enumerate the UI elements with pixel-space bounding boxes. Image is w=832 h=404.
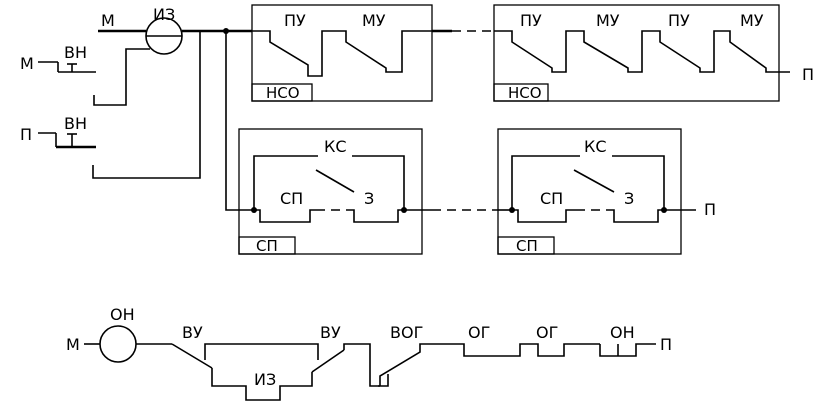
label-p-bottom: П <box>660 335 672 354</box>
label-ks-1: КС <box>324 137 347 156</box>
label-on-1: ОН <box>110 305 135 324</box>
label-sp-box-1: СП <box>256 237 278 255</box>
label-nso-1: НСО <box>266 84 300 102</box>
label-ks-2: КС <box>584 137 607 156</box>
label-og-2: ОГ <box>536 323 558 342</box>
label-vn-1: ВН <box>64 43 87 62</box>
top-left-inputs <box>38 31 201 179</box>
label-z-1: З <box>364 189 374 208</box>
label-mu-1: МУ <box>362 11 386 30</box>
label-sp-2: СП <box>540 189 563 208</box>
label-p-left: П <box>20 125 32 144</box>
ks-block-1 <box>238 128 423 255</box>
label-m-top: М <box>101 11 115 30</box>
pu-mu-block-2 <box>493 4 790 102</box>
label-p-right-2: П <box>704 200 716 219</box>
label-pu-2: ПУ <box>520 11 542 30</box>
label-z-2: З <box>624 189 634 208</box>
iz-indicator-icon <box>145 17 183 55</box>
label-vu-2: ВУ <box>320 323 341 342</box>
label-iz-bottom: ИЗ <box>254 370 276 389</box>
label-vu-1: ВУ <box>182 323 203 342</box>
label-pu-3: ПУ <box>668 11 690 30</box>
label-iz-top: ИЗ <box>153 5 175 24</box>
pu-mu-block-1 <box>251 4 433 102</box>
label-mu-3: МУ <box>740 11 764 30</box>
label-vog: ВОГ <box>390 323 423 342</box>
label-sp-box-2: СП <box>516 237 538 255</box>
label-m-left: М <box>20 54 34 73</box>
label-og-1: ОГ <box>468 323 490 342</box>
ks-block-2 <box>497 128 696 255</box>
label-mu-2: МУ <box>596 11 620 30</box>
label-m-bottom: М <box>66 335 80 354</box>
bottom-chain <box>84 325 656 401</box>
on-indicator-icon <box>99 325 137 363</box>
label-sp-1: СП <box>280 189 303 208</box>
label-pu-1: ПУ <box>284 11 306 30</box>
label-nso-2: НСО <box>508 84 542 102</box>
label-on-2: ОН <box>610 323 635 342</box>
label-p-right-1: П <box>802 65 814 84</box>
label-vn-2: ВН <box>64 114 87 133</box>
